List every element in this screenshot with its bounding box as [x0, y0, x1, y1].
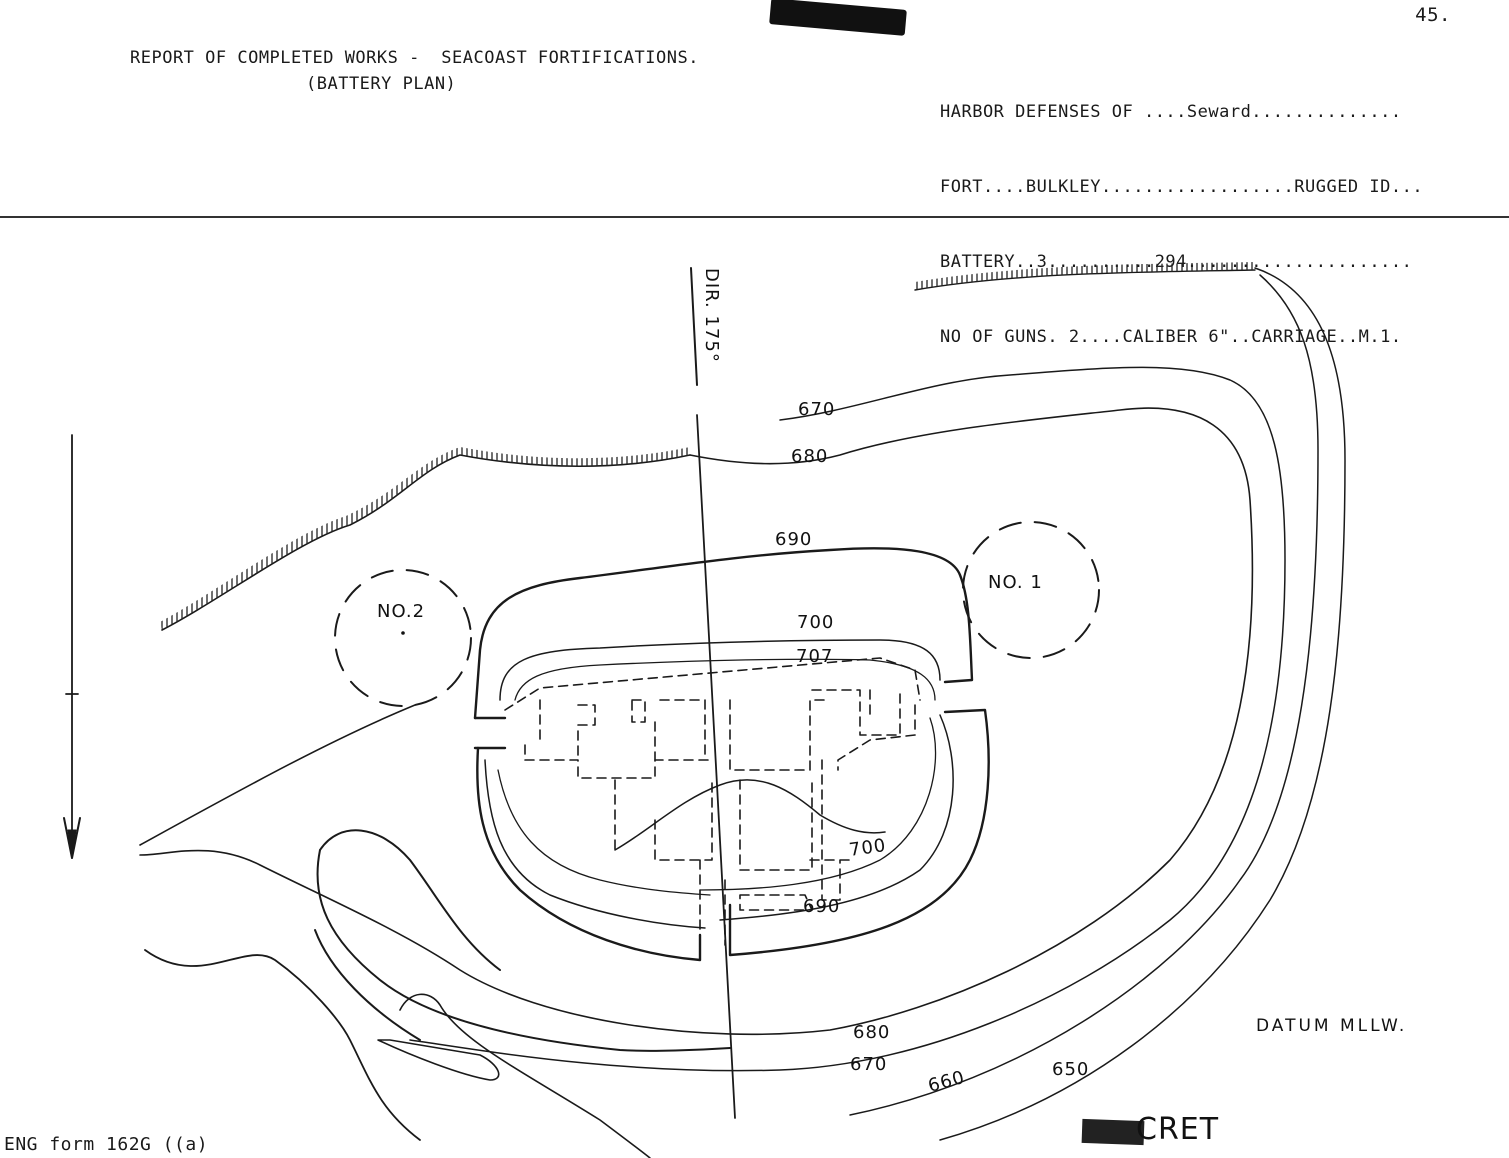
report-subtitle: (BATTERY PLAN): [306, 74, 457, 94]
inner-mound: [614, 779, 886, 851]
header-rule: [0, 216, 1509, 218]
contour-label-690-top: 690: [775, 529, 812, 550]
cliff-edge-left: [160, 447, 691, 631]
fort-line: FORT....BULKLEY..................RUGGED …: [940, 177, 1424, 197]
form-identifier: ENG form 162G ((a): [4, 1134, 209, 1155]
redaction-mark-bottom: [1081, 1118, 1145, 1146]
north-arrow: [63, 434, 81, 859]
contour-label-707: 707: [796, 646, 833, 667]
contour-660: [849, 274, 1319, 1116]
guns-caliber-line: NO OF GUNS. 2....CALIBER 6"..CARRIAGE..M…: [940, 327, 1402, 347]
contour-label-700-inner: 700: [848, 835, 888, 861]
contour-650: [939, 267, 1346, 1141]
contour-label-650: 650: [1052, 1059, 1089, 1080]
cliff-edge-right: [914, 262, 1256, 291]
classification-stamp: CRET: [1136, 1112, 1220, 1147]
direction-label: DIR. 175°: [701, 268, 722, 363]
contour-670: [409, 366, 1286, 1072]
access-road: [139, 704, 731, 1158]
contour-680: [139, 407, 1254, 1036]
contour-label-670-top: 670: [798, 399, 835, 420]
contour-700: [484, 639, 954, 929]
emplacement-no1-label: NO. 1: [988, 572, 1043, 593]
emplacement-no1-circle: [962, 521, 1100, 659]
battery-info-block: HARBOR DEFENSES OF ....Seward...........…: [940, 50, 1423, 375]
underground-structures: [504, 657, 921, 946]
page-number: 45.: [1415, 4, 1451, 26]
contour-label-660: 660: [926, 1067, 968, 1097]
contour-label-680-top: 680: [791, 446, 828, 467]
contour-label-680-bottom: 680: [853, 1022, 890, 1043]
emplacement-no2-center: [401, 631, 405, 635]
datum-label: DATUM MLLW.: [1256, 1016, 1408, 1036]
contour-690: [473, 547, 990, 962]
harbor-defenses-line: HARBOR DEFENSES OF ....Seward...........…: [940, 102, 1402, 122]
contour-707: [497, 658, 937, 896]
report-title: REPORT OF COMPLETED WORKS - SEACOAST FOR…: [130, 48, 699, 68]
contour-label-670-bottom: 670: [850, 1054, 887, 1075]
emplacement-no2-label: NO.2: [377, 601, 425, 622]
contour-label-700-top: 700: [797, 612, 834, 633]
emplacement-no2-circle: [334, 569, 472, 707]
battery-line: BATTERY..3..........294.................…: [940, 252, 1413, 272]
contour-label-690-bottom: 690: [803, 896, 840, 917]
direction-line: [690, 267, 736, 1119]
